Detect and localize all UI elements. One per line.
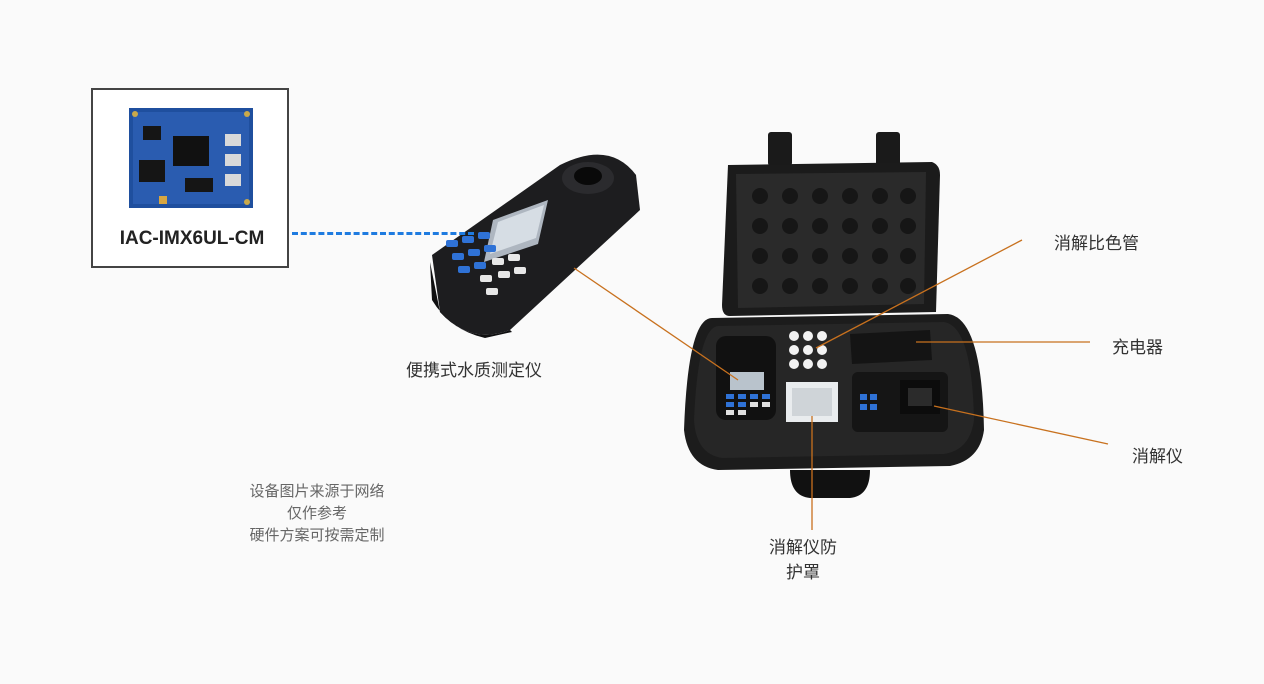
kit-case-image <box>684 132 984 498</box>
circuit-board-image <box>129 108 253 208</box>
note-line-2: 仅作参考 <box>286 504 347 522</box>
note-line-1: 设备图片来源于网络 <box>249 482 385 500</box>
portable-meter-image <box>430 154 640 338</box>
note-line-3: 硬件方案可按需定制 <box>249 526 385 544</box>
callout-guard-line1: 消解仪防 <box>769 538 837 558</box>
dashed-connector <box>292 232 474 235</box>
callout-lines <box>573 239 1109 530</box>
module-label: IAC-IMX6UL-CM <box>119 228 265 249</box>
callout-charger: 充电器 <box>1112 338 1163 358</box>
callout-tubes: 消解比色管 <box>1054 234 1139 254</box>
callout-digester: 消解仪 <box>1132 447 1183 467</box>
module-card: IAC-IMX6UL-CM <box>91 88 289 268</box>
image-source-note: 设备图片来源于网络 仅作参考 硬件方案可按需定制 <box>212 480 422 546</box>
callout-guard-line2: 护罩 <box>786 563 820 583</box>
device-caption: 便携式水质测定仪 <box>406 361 542 381</box>
